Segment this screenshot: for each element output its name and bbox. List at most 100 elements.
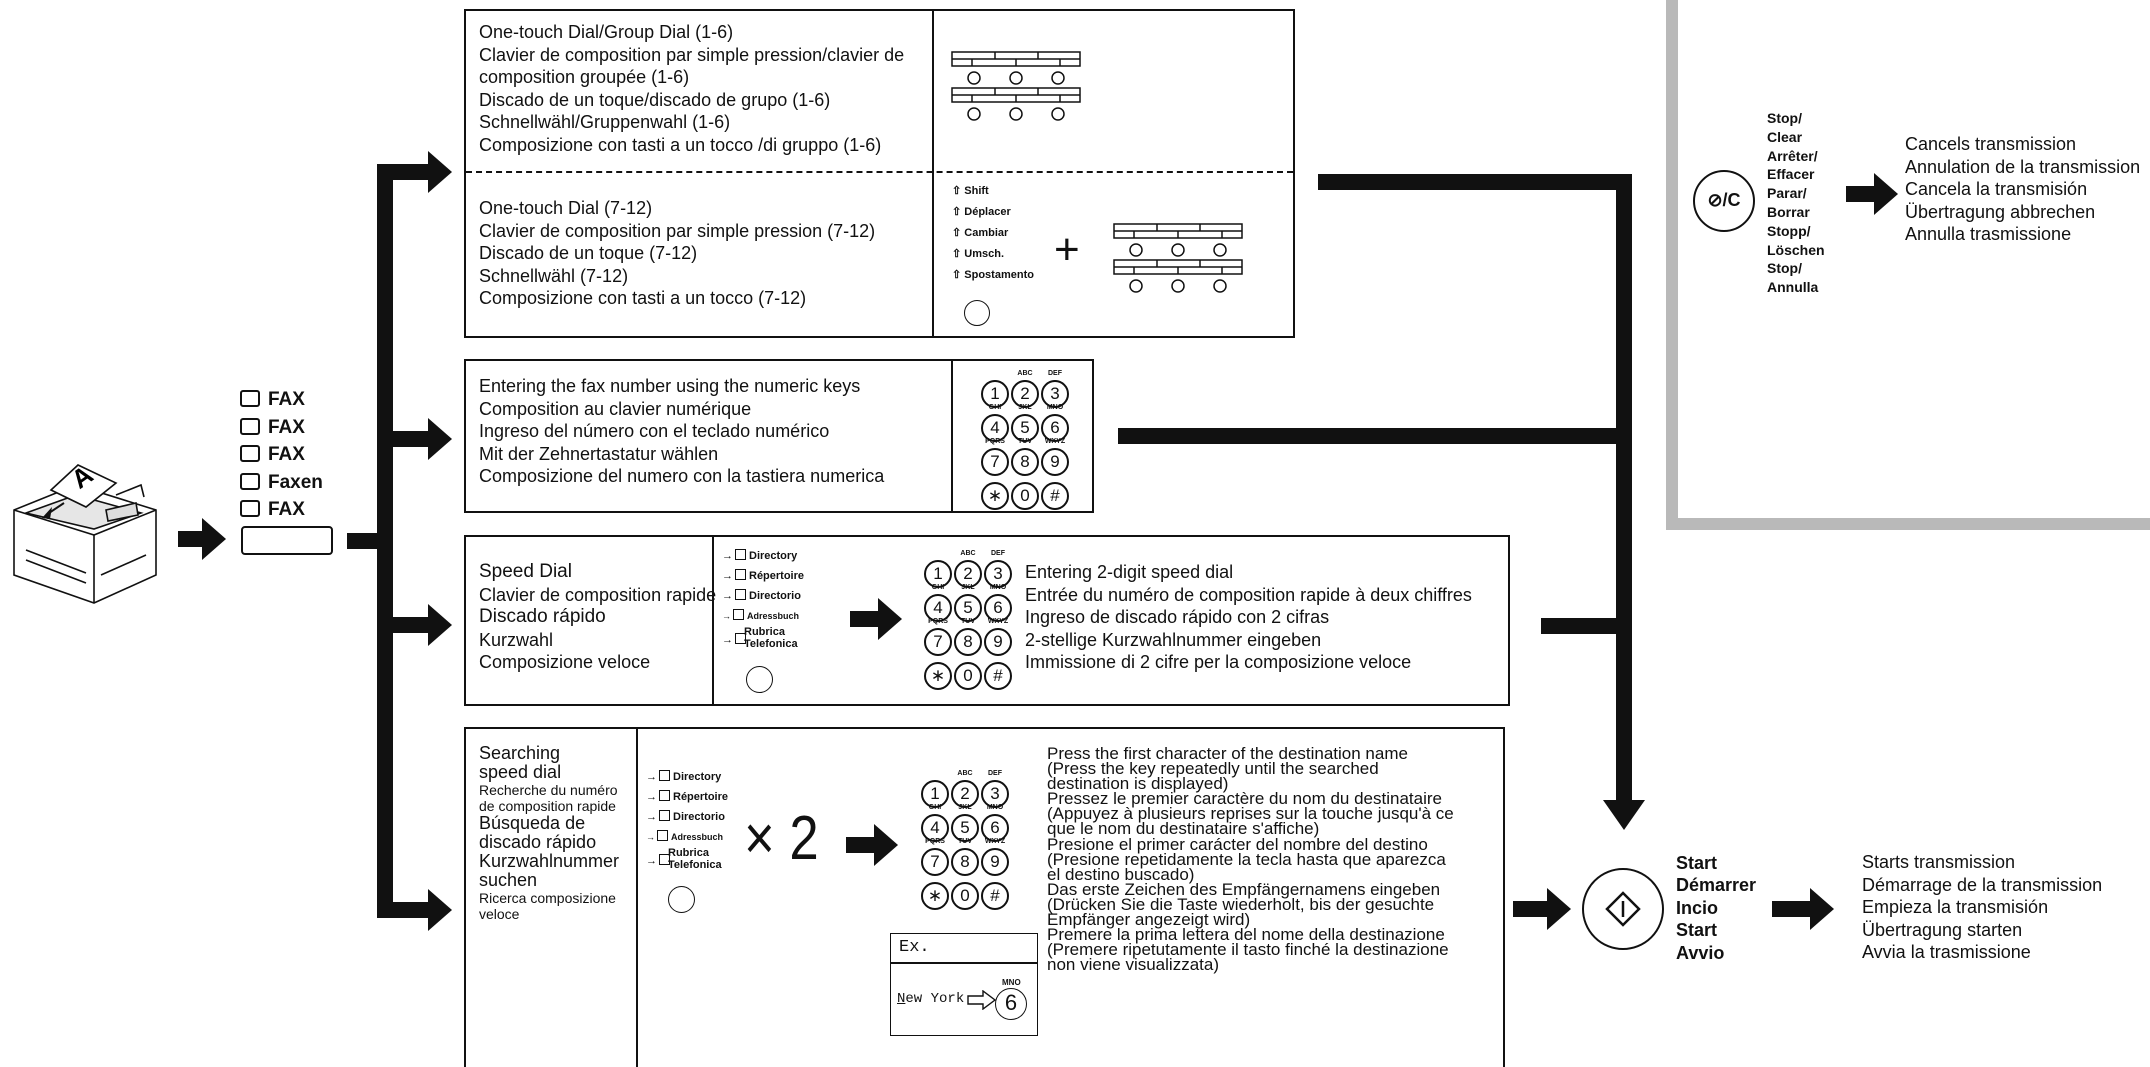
keypad-key-11[interactable]: # xyxy=(1041,482,1069,510)
keypad-key-5[interactable]: 6 xyxy=(984,594,1012,622)
times-two-label: × 2 xyxy=(744,804,819,873)
keypad-key-letters: DEF xyxy=(1048,370,1062,377)
keypad-key-7[interactable]: 8 xyxy=(1011,448,1039,476)
branch-arrow-head-3 xyxy=(428,604,452,646)
keypad-key-letters: ABC xyxy=(960,550,976,557)
start-result-arrow-head xyxy=(1810,888,1834,930)
keypad-key-4[interactable]: 5 xyxy=(1011,414,1039,442)
one-touch-dial-box xyxy=(464,9,1295,338)
start-diamond-icon xyxy=(1605,891,1641,927)
connector-arrow-head-down xyxy=(1603,800,1645,830)
keypad-key-letters: WXYZ xyxy=(987,618,1009,625)
speed-dial-arrow-shaft xyxy=(850,611,880,627)
keypad-key-11[interactable]: # xyxy=(984,662,1012,690)
one-touch-1-6-text: One-touch Dial/Group Dial (1-6) Clavier … xyxy=(479,22,905,155)
keypad-key-8[interactable]: 9 xyxy=(1041,448,1069,476)
one-touch-keys-icon xyxy=(951,51,1081,121)
keypad-key-10[interactable]: 0 xyxy=(954,662,982,690)
keypad-key-11[interactable]: # xyxy=(981,882,1009,910)
fax-phone-icon xyxy=(240,390,260,407)
search-arrow-shaft xyxy=(846,837,876,853)
branch-arrow-shaft-3 xyxy=(377,617,430,633)
branch-arrow-shaft-1 xyxy=(377,164,430,180)
stop-clear-key[interactable]: ⊘/C xyxy=(1693,170,1755,232)
keypad-key-9[interactable]: ∗ xyxy=(981,482,1009,510)
keypad-key-6[interactable]: 7 xyxy=(921,848,949,876)
keypad-key-letters: GHI xyxy=(928,804,942,811)
shift-arrow-icon: ⇧ xyxy=(952,206,962,218)
shift-key[interactable] xyxy=(964,300,990,326)
keypad-key-3[interactable]: 4 xyxy=(981,414,1009,442)
start-result-text: Starts transmission Démarrage de la tran… xyxy=(1862,852,2103,962)
one-touch-keys-7-12-icon xyxy=(1113,223,1243,293)
search-instructions: Press the first character of the destina… xyxy=(1047,744,1454,975)
keypad-key-letters: WXYZ xyxy=(1044,438,1066,445)
directory-key[interactable] xyxy=(746,666,773,693)
stop-result-arrow-shaft xyxy=(1846,186,1876,202)
keypad-key-1[interactable]: 2 xyxy=(951,780,979,808)
search-arrow-head xyxy=(874,824,898,866)
keypad-key-letters: TUV xyxy=(961,618,975,625)
keypad-key-6[interactable]: 7 xyxy=(924,628,952,656)
keypad-key-8[interactable]: 9 xyxy=(981,848,1009,876)
speed-dial-entry-text: Entering 2-digit speed dial Entrée du nu… xyxy=(1025,562,1472,672)
search-to-start-head xyxy=(1547,888,1571,930)
branch-arrow-head-1 xyxy=(428,151,452,193)
keypad-key-letters: TUV xyxy=(1018,438,1032,445)
keypad-key-letters: JKL xyxy=(961,584,975,591)
example-key-6[interactable]: 6 xyxy=(995,988,1027,1020)
example-arrow-icon xyxy=(967,990,997,1010)
keypad-key-letters: MNO xyxy=(1046,404,1064,411)
keypad-key-2[interactable]: 3 xyxy=(1041,380,1069,408)
keypad-key-5[interactable]: 6 xyxy=(981,814,1009,842)
speed-dial-arrow-head xyxy=(878,598,902,640)
keypad-key-0[interactable]: 1 xyxy=(921,780,949,808)
keypad-key-8[interactable]: 9 xyxy=(984,628,1012,656)
keypad-key-7[interactable]: 8 xyxy=(954,628,982,656)
stop-label-list: Stop/ Clear Arrêter/ Effacer Parar/ Borr… xyxy=(1767,110,1825,296)
keypad-key-letters: DEF xyxy=(988,770,1002,777)
connector-trunk xyxy=(1616,174,1632,802)
keypad-key-7[interactable]: 8 xyxy=(951,848,979,876)
connector-from-one-touch xyxy=(1318,174,1630,190)
branch-arrow-shaft-4 xyxy=(377,902,430,918)
fax-key-button[interactable] xyxy=(241,526,333,555)
shift-arrow-icon: ⇧ xyxy=(952,185,962,197)
keypad-key-4[interactable]: 5 xyxy=(951,814,979,842)
keypad-key-letters: MNO xyxy=(986,804,1004,811)
keypad-key-4[interactable]: 5 xyxy=(954,594,982,622)
keypad-key-1[interactable]: 2 xyxy=(954,560,982,588)
start-key[interactable] xyxy=(1582,868,1664,950)
keypad-key-1[interactable]: 2 xyxy=(1011,380,1039,408)
branch-arrow-shaft-2 xyxy=(377,431,430,447)
arrow-shaft-machine xyxy=(178,531,204,547)
keypad-key-9[interactable]: ∗ xyxy=(924,662,952,690)
search-divider xyxy=(636,728,638,1067)
branch-trunk xyxy=(377,164,393,917)
shift-arrow-icon: ⇧ xyxy=(952,269,962,281)
keypad-key-0[interactable]: 1 xyxy=(981,380,1009,408)
keypad-key-10[interactable]: 0 xyxy=(951,882,979,910)
numeric-entry-divider xyxy=(951,360,953,512)
keypad-key-3[interactable]: 4 xyxy=(921,814,949,842)
example-label: Ex. xyxy=(899,938,930,957)
shift-arrow-icon: ⇧ xyxy=(952,248,962,260)
keypad-key-2[interactable]: 3 xyxy=(981,780,1009,808)
search-directory-key[interactable] xyxy=(668,886,695,913)
keypad-key-3[interactable]: 4 xyxy=(924,594,952,622)
keypad-key-letters: MNO xyxy=(989,584,1007,591)
keypad-key-9[interactable]: ∗ xyxy=(921,882,949,910)
speed-dial-text: Speed Dial Clavier de composition rapide… xyxy=(479,561,717,672)
keypad-key-2[interactable]: 3 xyxy=(984,560,1012,588)
keypad-key-5[interactable]: 6 xyxy=(1041,414,1069,442)
arrow-head-machine xyxy=(202,518,226,560)
keypad-key-letters: DEF xyxy=(991,550,1005,557)
fax-phone-icon xyxy=(240,417,260,435)
keypad-key-6[interactable]: 7 xyxy=(981,448,1009,476)
keypad-key-0[interactable]: 1 xyxy=(924,560,952,588)
keypad-key-10[interactable]: 0 xyxy=(1011,482,1039,510)
keypad-key-letters: ABC xyxy=(1017,370,1033,377)
